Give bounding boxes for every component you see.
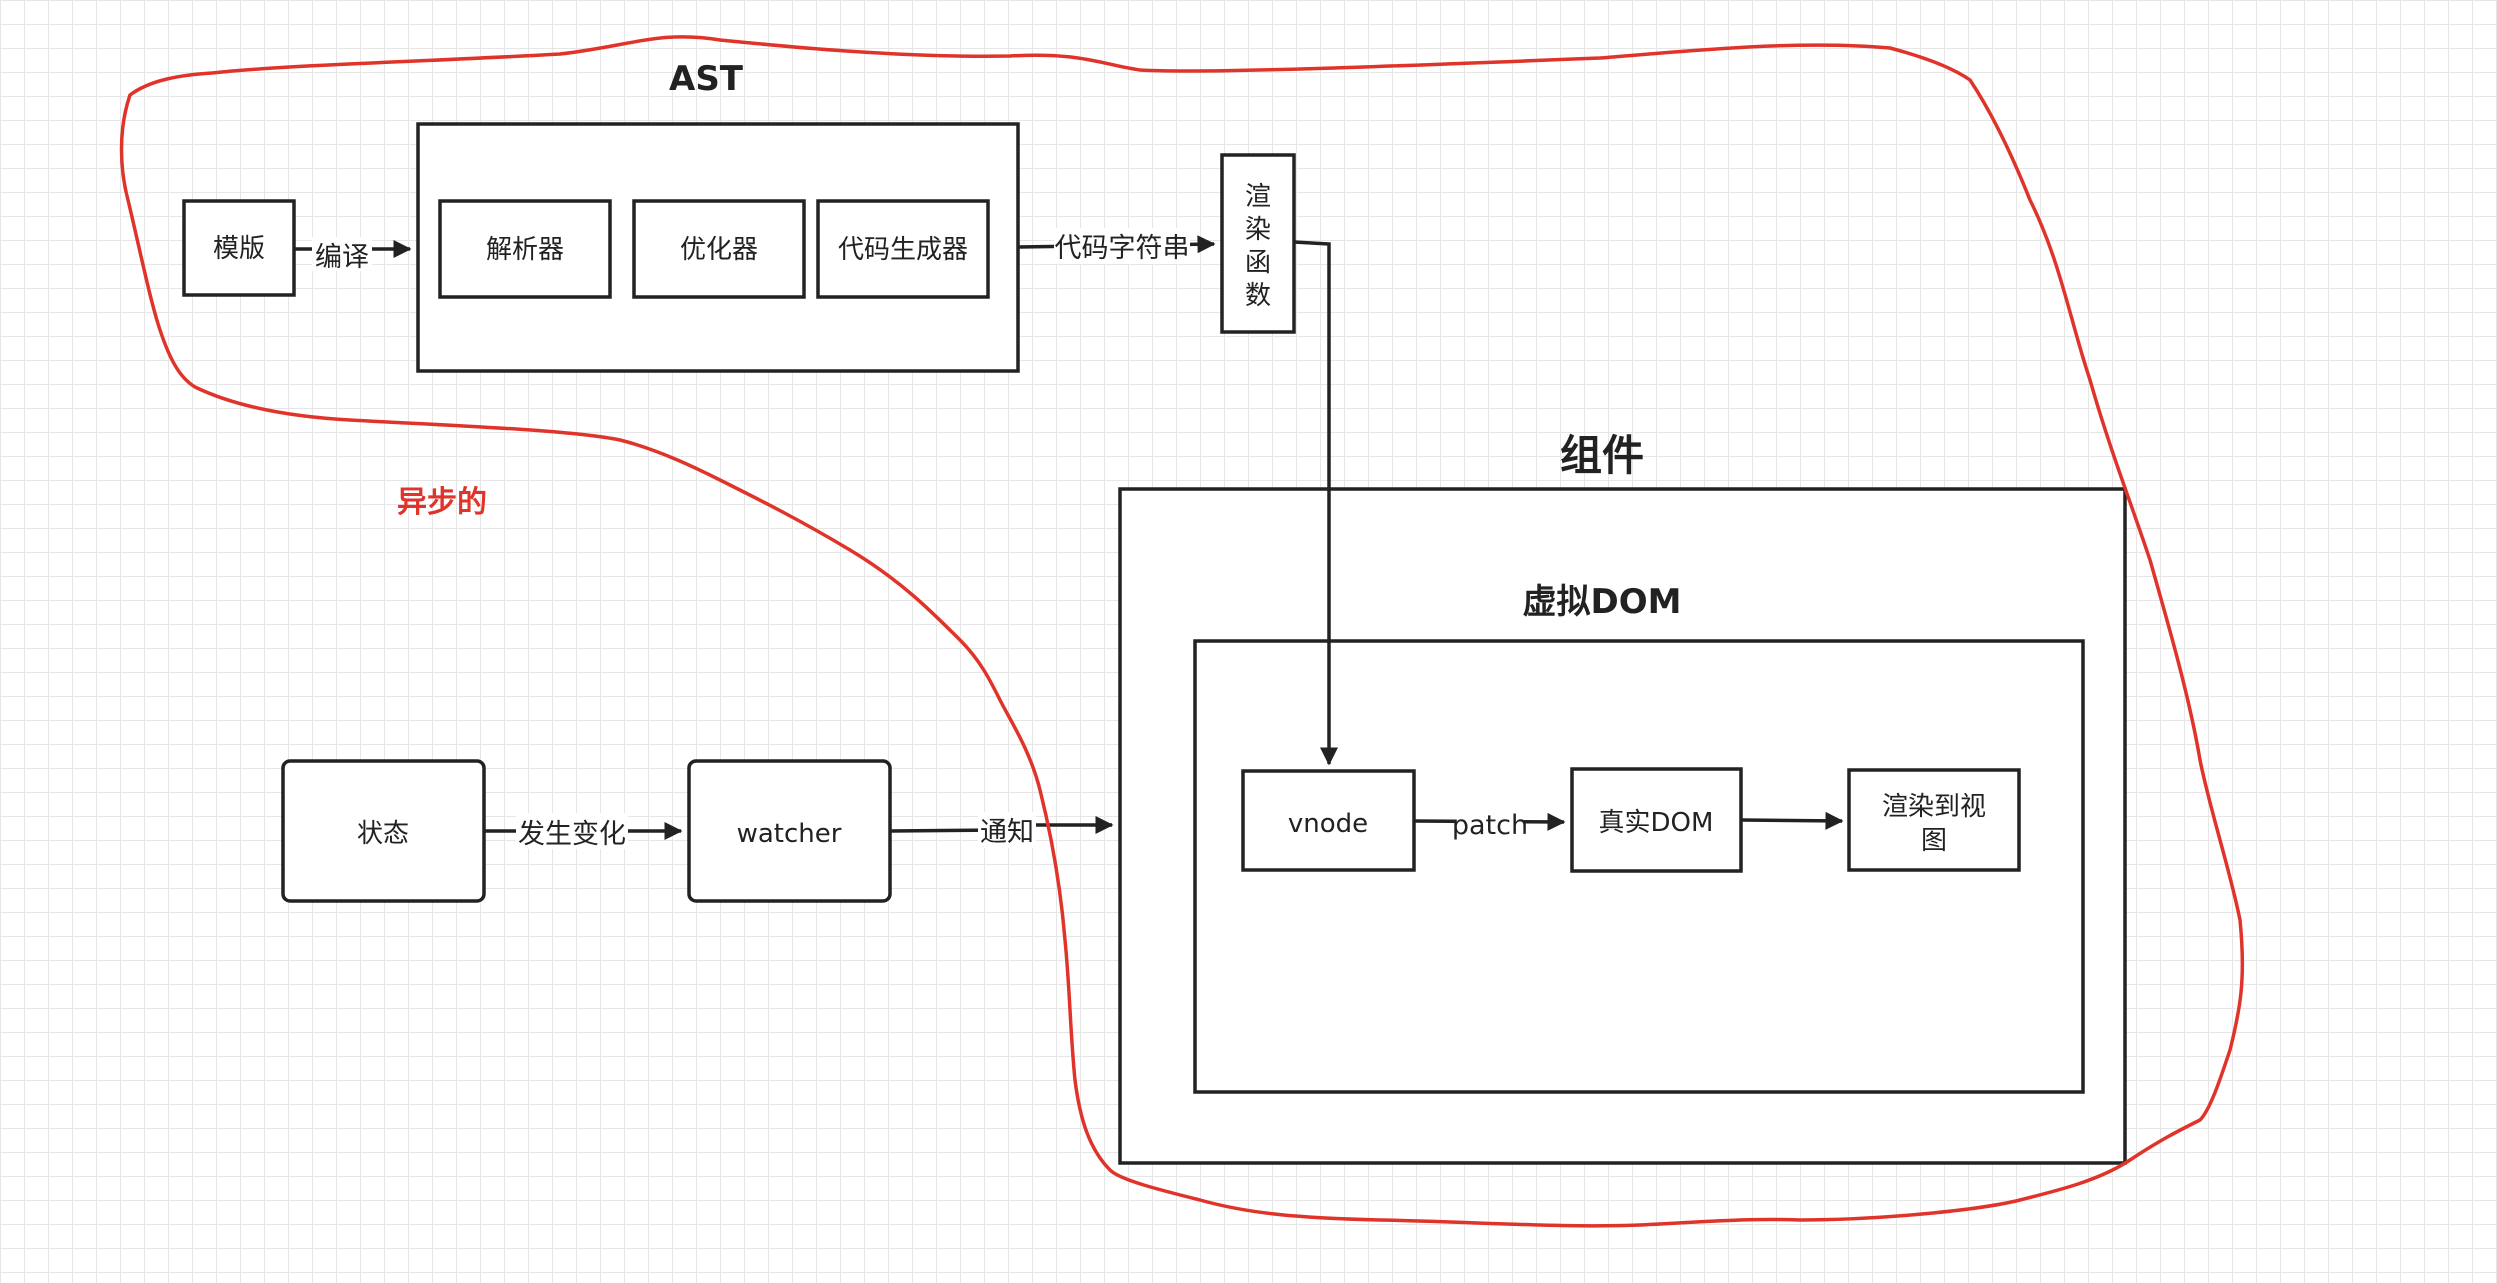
render-view-label-line: 渲染到视: [1882, 792, 1986, 822]
edge-patch-label: patch: [1452, 810, 1528, 841]
render-view-node[interactable]: 渲染到视 图: [1847, 768, 2021, 872]
edge-change-label: 发生变化: [518, 819, 626, 850]
state-label: 状态: [357, 819, 409, 849]
watcher-node[interactable]: watcher: [687, 759, 892, 903]
render-function-node[interactable]: 渲 染 函 数: [1220, 153, 1296, 334]
component-group-title: 组件: [1560, 431, 1644, 480]
optimizer-label: 优化器: [680, 235, 758, 265]
render-function-char: 函: [1245, 248, 1271, 278]
real-dom-label: 真实DOM: [1599, 808, 1714, 838]
edge-patch: patch: [1413, 806, 1566, 841]
render-function-char: 染: [1245, 215, 1271, 245]
template-label: 模版: [213, 234, 265, 264]
vdom-group-title: 虚拟DOM: [1523, 582, 1682, 622]
codegen-node[interactable]: 代码生成器: [816, 199, 990, 299]
edge-notify-label: 通知: [980, 817, 1034, 848]
edge-code-string-label: 代码字符串: [1055, 233, 1190, 264]
edge-change: 发生变化: [484, 813, 683, 850]
state-node[interactable]: 状态: [281, 759, 486, 903]
parser-label: 解析器: [486, 235, 564, 265]
async-annotation-label: 异步的: [397, 485, 487, 520]
codegen-label: 代码生成器: [838, 235, 968, 265]
vnode-label: vnode: [1288, 809, 1368, 839]
template-node[interactable]: 模版: [182, 199, 296, 297]
vnode-node[interactable]: vnode: [1241, 769, 1416, 872]
edge-notify: 通知: [889, 812, 1114, 848]
edge-code-string: 代码字符串: [1017, 228, 1216, 264]
ast-group-title: AST: [669, 59, 744, 99]
render-function-char: 渲: [1245, 182, 1271, 212]
real-dom-node[interactable]: 真实DOM: [1570, 767, 1743, 873]
edge-compile: 编译: [294, 237, 412, 273]
parser-node[interactable]: 解析器: [438, 199, 612, 299]
render-view-label-line: 图: [1921, 826, 1947, 856]
async-annotation-loop: [119, 35, 2245, 1228]
edge-render-to-vnode: [1293, 240, 1338, 766]
watcher-label: watcher: [737, 819, 842, 849]
edge-dom-to-view: [1740, 811, 1844, 830]
optimizer-node[interactable]: 优化器: [632, 199, 806, 299]
edge-compile-label: 编译: [315, 242, 369, 273]
render-function-char: 数: [1245, 281, 1271, 311]
